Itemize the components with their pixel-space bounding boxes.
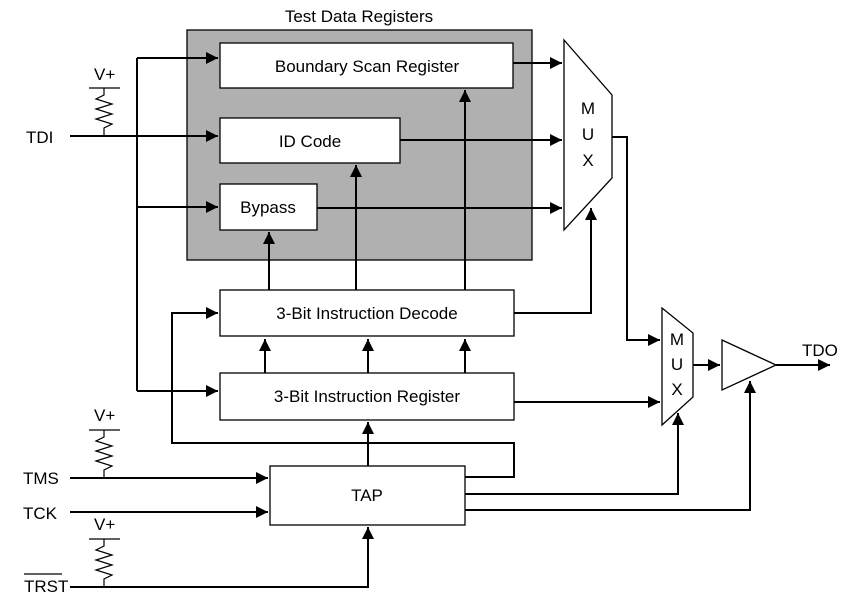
trst-vplus-label: V+ — [94, 515, 115, 534]
buffer-triangle-icon — [721, 338, 778, 392]
tap-label: TAP — [351, 486, 383, 505]
pin-trst-group: TRST — [24, 573, 68, 596]
mux-1: M U X — [563, 38, 613, 232]
mux-2: M U X — [661, 306, 694, 427]
pin-tck-label: TCK — [23, 504, 58, 523]
bypass-label: Bypass — [240, 198, 296, 217]
trst-pullup: V+ — [89, 515, 120, 587]
mux-2-letter-u: U — [671, 355, 683, 374]
mux-1-letter-m: M — [581, 99, 595, 118]
instruction-register-block: 3-Bit Instruction Register — [219, 372, 515, 421]
id-code-label: ID Code — [279, 132, 341, 151]
resistor-icon — [93, 539, 115, 587]
mux-1-letter-u: U — [582, 125, 594, 144]
wire-trst-to-tap — [70, 527, 374, 588]
tdi-vplus-label: V+ — [94, 65, 115, 84]
wire-tap-to-buffer-enable — [465, 381, 756, 511]
wire-tap-to-decode — [171, 307, 515, 478]
instruction-decode-block: 3-Bit Instruction Decode — [219, 289, 515, 337]
wire-mux1-to-mux2 — [612, 136, 660, 346]
resistor-icon — [93, 88, 115, 136]
pin-tdi-label: TDI — [26, 128, 53, 147]
id-code-block: ID Code — [219, 117, 401, 164]
mux-2-letter-m: M — [670, 330, 684, 349]
pin-trst-label: TRST — [24, 577, 68, 596]
pin-tdo-label: TDO — [802, 341, 838, 360]
resistor-icon — [93, 430, 115, 478]
group-title: Test Data Registers — [285, 7, 433, 26]
bypass-block: Bypass — [219, 183, 318, 231]
mux-2-letter-x: X — [671, 380, 682, 399]
wire-decode-to-mux1-select — [514, 208, 597, 314]
tap-controller-block: TAP — [269, 465, 466, 526]
wire-tap-to-mux2-select — [465, 413, 684, 495]
boundary-scan-register-block: Boundary Scan Register — [219, 42, 514, 89]
output-buffer — [721, 338, 778, 392]
boundary-scan-register-label: Boundary Scan Register — [275, 57, 460, 76]
tdi-pullup: V+ — [89, 65, 120, 136]
tms-vplus-label: V+ — [94, 406, 115, 425]
signal-wires — [70, 52, 830, 588]
instruction-register-label: 3-Bit Instruction Register — [274, 387, 460, 406]
mux-1-letter-x: X — [582, 151, 593, 170]
instruction-decode-label: 3-Bit Instruction Decode — [276, 304, 457, 323]
pin-tms-label: TMS — [23, 469, 59, 488]
tms-pullup: V+ — [89, 406, 120, 478]
